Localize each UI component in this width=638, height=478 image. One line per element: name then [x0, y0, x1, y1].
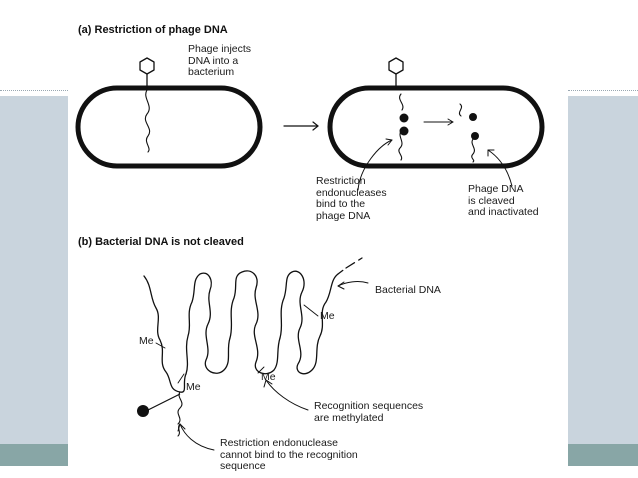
cannot-bind-label: Restriction endonuclease cannot bind to …: [220, 437, 358, 472]
me-label-3: Me: [261, 371, 276, 383]
enzyme-dot-2: [399, 126, 409, 136]
restriction-endonuclease-label: Restriction endonucleases bind to the ph…: [316, 175, 387, 222]
enzyme-tether: [147, 393, 181, 411]
enzyme-free: [137, 405, 149, 417]
enzyme-dot-4: [471, 132, 479, 140]
dotted-rule-right: [568, 90, 638, 91]
dotted-rule-left: [0, 90, 68, 91]
me-label-1: Me: [139, 335, 154, 347]
pointer-methylated: [265, 379, 309, 411]
enzyme-dot-1: [399, 113, 409, 123]
pointer-cleaved: [487, 149, 513, 187]
phage-dna-injected: [144, 89, 151, 153]
bacterium-left: [75, 85, 263, 169]
me-label-4: Me: [186, 381, 201, 393]
panel-a-heading: (a) Restriction of phage DNA: [78, 24, 228, 36]
phage-dna-fragment-1: [399, 93, 404, 111]
process-arrow: [283, 121, 319, 131]
methylated-label: Recognition sequences are methylated: [314, 400, 424, 424]
phage-inject-label: Phage injects DNA into a bacterium: [188, 43, 252, 78]
restriction-diagram: (a) Restriction of phage DNA Phage injec…: [68, 18, 568, 478]
side-band-right: [568, 96, 638, 444]
footer-band-left: [0, 444, 68, 466]
pointer-bacterial-dna: [337, 281, 369, 287]
bacterium-right: [327, 85, 545, 169]
side-band-left: [0, 96, 68, 444]
phage-left: [139, 57, 155, 89]
cleaved-fragment-2: [471, 137, 475, 163]
enzyme-dot-3: [469, 113, 477, 121]
pointer-cannot-bind: [179, 423, 215, 451]
restriction-enzymes: [137, 113, 479, 417]
phage-dna-cleaved-label: Phage DNA is cleaved and inactivated: [468, 183, 539, 218]
cleaved-fragment-1: [458, 103, 463, 117]
inner-arrow: [423, 118, 454, 126]
methyl-pointers: [155, 304, 319, 384]
bacterial-dna-label: Bacterial DNA: [375, 284, 441, 296]
phage-dna-fragment-2: [398, 129, 403, 161]
bacterial-dna-strands: [143, 257, 363, 393]
broken-dna-end: [177, 391, 183, 425]
panel-b-heading: (b) Bacterial DNA is not cleaved: [78, 236, 244, 248]
me-label-2: Me: [320, 310, 335, 322]
pointer-restriction: [357, 139, 393, 191]
footer-band-right: [568, 444, 638, 466]
diagram-artwork: [75, 57, 545, 451]
phage-right: [388, 57, 404, 89]
